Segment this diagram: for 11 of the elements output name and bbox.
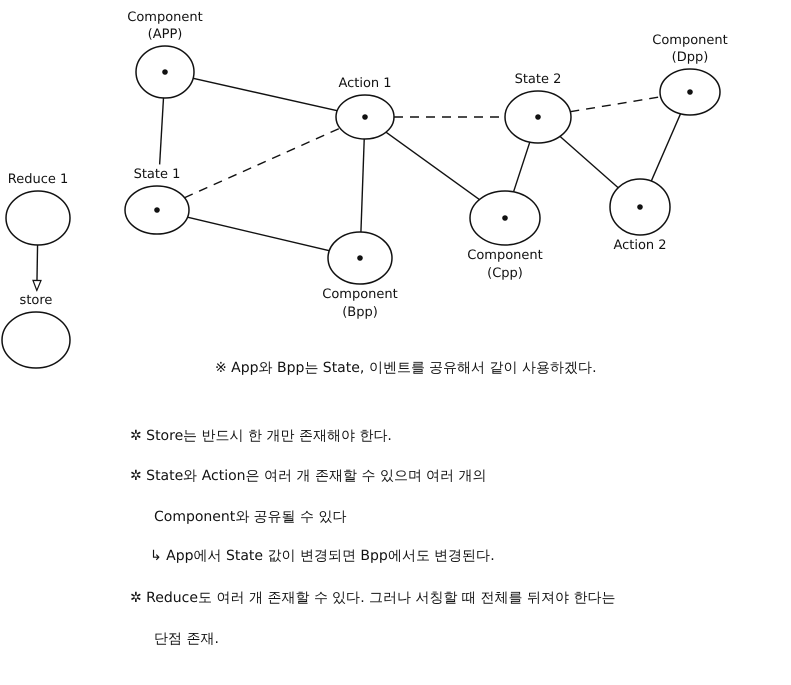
- connector-line: [560, 136, 619, 188]
- arrow: [32, 244, 42, 292]
- connector-line: [187, 216, 330, 252]
- connector-line: [650, 114, 682, 182]
- connector-line: [570, 96, 661, 112]
- connector-line: [192, 78, 338, 112]
- connector-line: [158, 98, 164, 164]
- connector-line: [184, 128, 340, 198]
- connector-line: [512, 142, 530, 192]
- connector-line: [360, 138, 365, 232]
- connector-line: [386, 132, 480, 200]
